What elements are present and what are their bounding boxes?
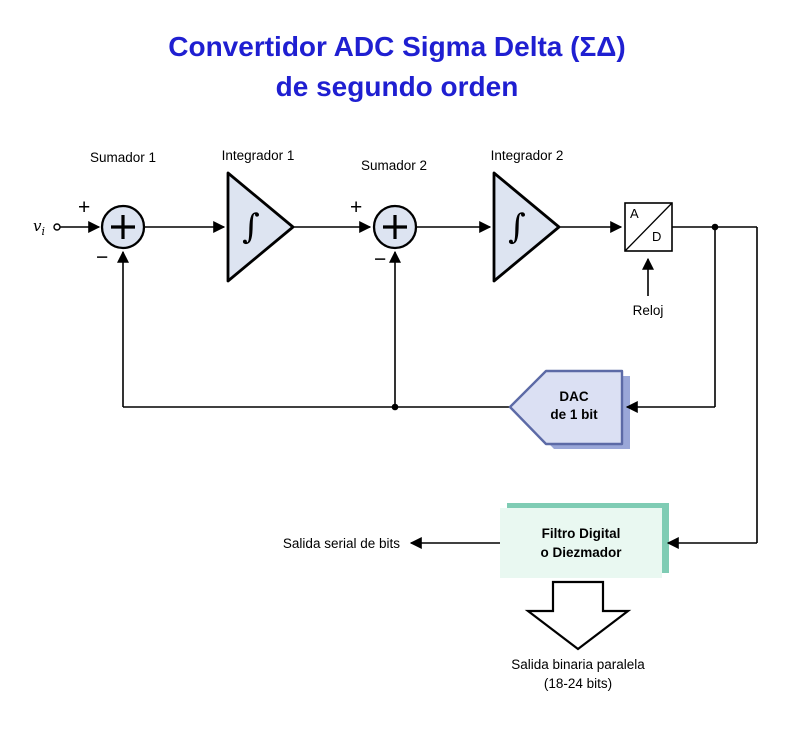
integrator-2-symbol: ∫ xyxy=(508,207,526,247)
junction-dot-ad-out xyxy=(711,223,719,231)
clock-label: Reloj xyxy=(632,303,664,318)
ad-letter-d: D xyxy=(652,229,662,244)
dac-block xyxy=(508,369,624,446)
page-title-line2: de segundo orden xyxy=(275,71,519,102)
summer-1-label: Sumador 1 xyxy=(89,150,157,165)
summer-1-plus-sign: + xyxy=(78,196,91,219)
filtro-label: Filtro Digital o Diezmador xyxy=(500,524,662,562)
summer-1-plus-cross-icon xyxy=(111,215,135,239)
ad-letter-a: A xyxy=(630,206,639,221)
summer-2-minus-sign: − xyxy=(374,248,387,271)
input-symbol: v xyxy=(33,217,42,235)
integrator-1-symbol: ∫ xyxy=(242,207,260,247)
summer-2-plus-cross-icon xyxy=(383,215,407,239)
parallel-output-line2: (18-24 bits) xyxy=(543,676,613,691)
integrator-2-label: Integrador 2 xyxy=(490,148,564,163)
summer-1-minus-sign: − xyxy=(96,246,109,269)
input-subscript: i xyxy=(41,225,46,238)
integrator-1-label: Integrador 1 xyxy=(221,148,295,163)
ad-converter-diagonal xyxy=(624,202,673,252)
integrator-1-triangle xyxy=(226,171,295,283)
filtro-label-line2: o Diezmador xyxy=(540,545,622,560)
summer-2-label: Sumador 2 xyxy=(360,158,428,173)
dac-label-line2: de 1 bit xyxy=(550,407,598,422)
dac-label: DAC de 1 bit xyxy=(524,388,624,424)
summer-2-plus-sign: + xyxy=(350,196,363,219)
serial-output-label: Salida serial de bits xyxy=(282,536,400,551)
filtro-label-line1: Filtro Digital xyxy=(541,526,621,541)
parallel-output-line1: Salida binaria paralela xyxy=(511,657,645,672)
input-terminal xyxy=(53,223,61,231)
integrator-2-triangle xyxy=(492,171,561,283)
junction-dot-feedback xyxy=(391,403,399,411)
page-title-line1: Convertidor ADC Sigma Delta (ΣΔ) xyxy=(168,31,626,62)
filtro-block xyxy=(500,508,662,578)
dac-label-line1: DAC xyxy=(559,389,589,404)
input-signal-label: vi xyxy=(33,217,45,238)
parallel-output-arrow-icon xyxy=(524,580,632,651)
parallel-output-label: Salida binaria paralela (18-24 bits) xyxy=(478,655,678,693)
